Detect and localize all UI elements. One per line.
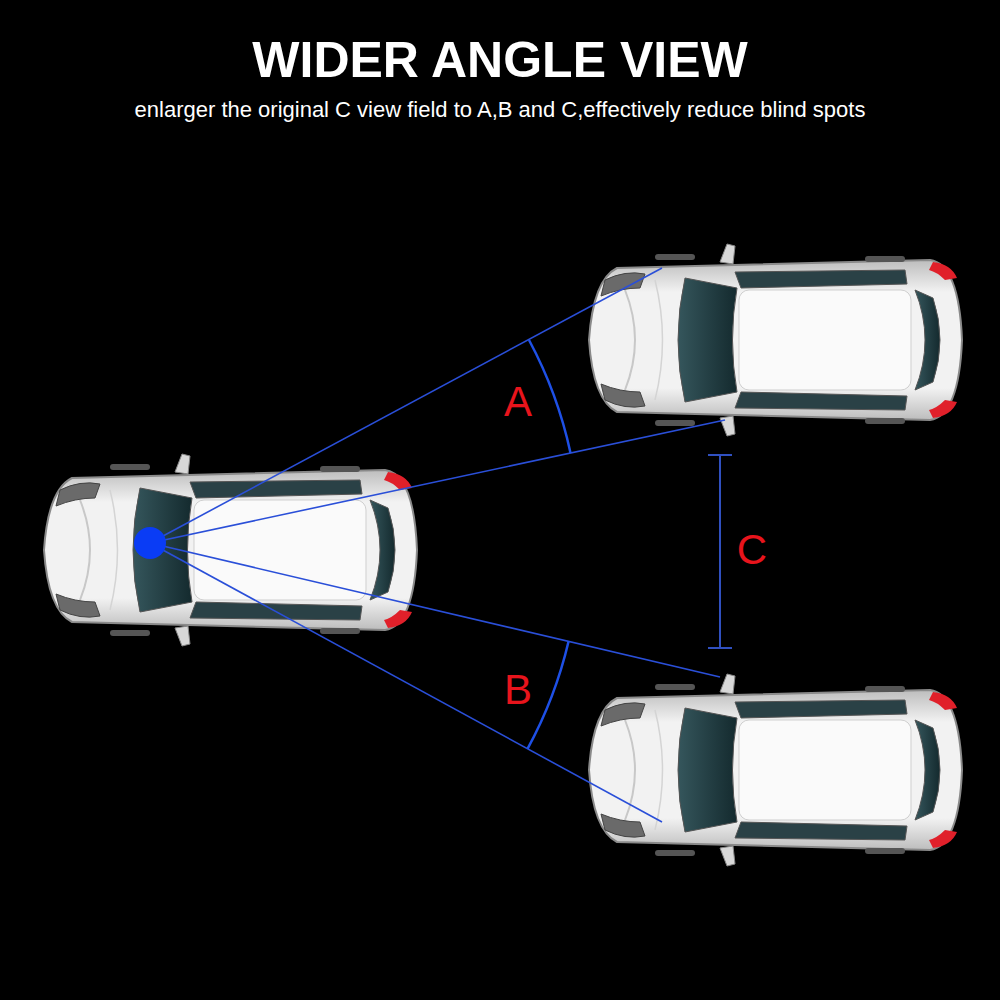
subtitle: enlarger the original C view field to A,… bbox=[135, 97, 866, 123]
angle-arc bbox=[529, 340, 571, 453]
angle-label: A bbox=[504, 378, 532, 426]
view-line bbox=[150, 543, 662, 822]
range-bracket bbox=[708, 455, 732, 648]
view-line bbox=[150, 543, 720, 677]
camera-dot bbox=[134, 527, 166, 559]
main-car bbox=[44, 454, 417, 646]
view-line bbox=[150, 420, 725, 543]
angle-label: B bbox=[504, 666, 532, 714]
title: WIDER ANGLE VIEW bbox=[252, 31, 747, 89]
side-car bbox=[589, 244, 962, 436]
range-label: C bbox=[737, 526, 767, 574]
side-car bbox=[589, 674, 962, 866]
angle-arc bbox=[528, 641, 569, 749]
view-line bbox=[150, 268, 662, 543]
